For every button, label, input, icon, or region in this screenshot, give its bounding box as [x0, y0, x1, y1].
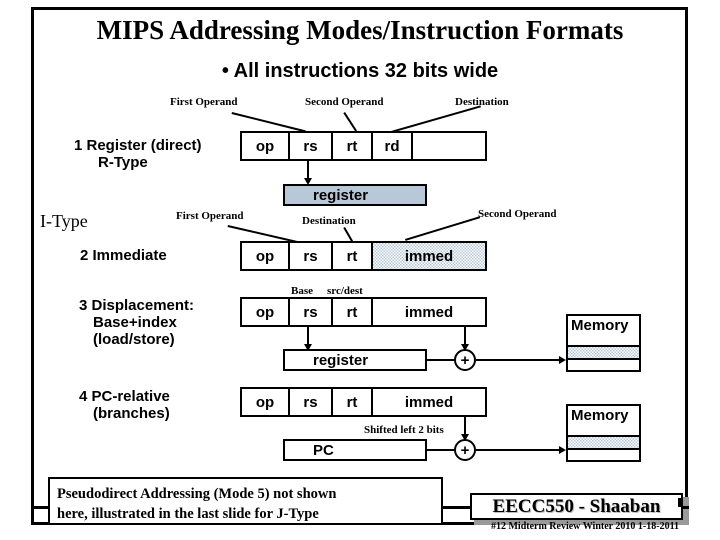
mode-label-r-type: 1 Register (direct) R-Type [74, 137, 202, 171]
field-op-immediate: op [242, 243, 290, 269]
pc-box: PC [283, 439, 427, 461]
adder-circle-disp: + [454, 349, 476, 371]
field-op-pcrelative: op [242, 389, 290, 415]
annotation-second-operand-rtype: Second Operand [305, 96, 384, 108]
bullet-all-instructions: • All instructions 32 bits wide [221, 60, 499, 82]
field-rt-pcrelative: rt [333, 389, 373, 415]
annotation-destination-rtype: Destination [455, 96, 509, 108]
connector-adder-to-memory-disp [476, 359, 562, 361]
field-immed-pcrelative: immed [404, 393, 454, 411]
memory-label-pc: Memory [571, 407, 629, 424]
connector-adder-to-memory-pc [476, 449, 562, 451]
annotation-second-operand-imm: Second Operand [478, 208, 557, 220]
mode-label-r-type-line1: 1 Register (direct) [74, 137, 202, 154]
itype-heading: I-Type [40, 211, 88, 231]
memory-highlight-band-disp [568, 345, 639, 360]
connector-rs-to-register-rtype [307, 161, 309, 182]
note-connector-right [442, 506, 471, 509]
field-blank-rtype [413, 133, 485, 159]
connector-pc-to-adder [427, 449, 454, 451]
field-rt-displacement: rt [333, 299, 373, 325]
mode-label-displacement: 3 Displacement: Base+index (load/store) [79, 297, 194, 348]
arrowhead-immed-to-adder-disp [461, 344, 469, 351]
mode-label-r-type-line2: R-Type [98, 154, 148, 171]
memory-gap-pc [568, 425, 639, 435]
register-box-rtype: register [283, 184, 427, 206]
annotation-src-dest-disp: src/dest [327, 285, 363, 297]
field-immed-displacement: immed [404, 303, 454, 321]
field-rt-rtype: rt [333, 133, 373, 159]
arrowhead-adder-to-memory-disp [559, 356, 566, 364]
arrowhead-rs-to-register-rtype [304, 178, 312, 185]
connector-register-to-adder-disp [427, 359, 454, 361]
note-line2: here, illustrated in the last slide for … [57, 506, 319, 522]
memory-highlight-band-pc [568, 435, 639, 450]
field-rt-immediate: rt [333, 243, 373, 269]
connector-immed-to-adder-pc [464, 417, 466, 438]
field-rs-displacement: rs [290, 299, 333, 325]
memory-block-disp: Memory [566, 314, 641, 372]
footer-subtitle: #12 Midterm Review Winter 2010 1-18-2011 [490, 521, 680, 532]
mode-label-pc-relative-line1: 4 PC-relative [79, 388, 170, 405]
memory-foot-pc [568, 450, 639, 460]
note-connector-left [31, 506, 49, 509]
arrowhead-adder-to-memory-pc [559, 446, 566, 454]
connector-rs-to-register-disp [307, 327, 309, 348]
register-box-disp: register [283, 349, 427, 371]
field-immed-immediate: immed [373, 243, 485, 269]
footer-connector-right [681, 506, 689, 509]
field-rd-rtype: rd [373, 133, 413, 159]
footer-banner: EECC550 - Shaaban [470, 493, 683, 520]
field-rs-rtype: rs [290, 133, 333, 159]
mode-label-displacement-line2: Base+index [93, 314, 177, 331]
page-title: MIPS Addressing Modes/Instruction Format… [96, 15, 624, 45]
mode-label-displacement-line1: 3 Displacement: [79, 297, 195, 314]
format-row-pcrelative: op rs rt immed [240, 387, 487, 417]
memory-foot-disp [568, 360, 639, 370]
memory-label-disp: Memory [571, 317, 629, 334]
field-op-displacement: op [242, 299, 290, 325]
annotation-first-operand-imm: First Operand [176, 210, 244, 222]
annotation-destination-imm: Destination [302, 215, 356, 227]
note-line1: Pseudodirect Addressing (Mode 5) not sho… [57, 486, 337, 502]
annotation-first-operand-rtype: First Operand [170, 96, 238, 108]
adder-circle-pc: + [454, 439, 476, 461]
annotation-base-disp: Base [291, 285, 313, 297]
note-box-pseudodirect: Pseudodirect Addressing (Mode 5) not sho… [48, 477, 443, 525]
mode-label-immediate: 2 Immediate [80, 247, 167, 264]
footer-banner-notch [678, 498, 681, 507]
field-rs-pcrelative: rs [290, 389, 333, 415]
format-row-immediate: op rs rt immed [240, 241, 487, 271]
format-row-rtype: op rs rt rd [240, 131, 487, 161]
mode-label-pc-relative: 4 PC-relative (branches) [79, 388, 170, 422]
mode-label-displacement-line3: (load/store) [93, 331, 175, 348]
arrowhead-rs-to-register-disp [304, 344, 312, 351]
memory-gap-disp [568, 335, 639, 345]
field-op-rtype: op [242, 133, 290, 159]
mode-label-pc-relative-line2: (branches) [93, 405, 170, 422]
annotation-shifted-left-2-bits: Shifted left 2 bits [364, 424, 444, 436]
format-row-displacement: op rs rt immed [240, 297, 487, 327]
field-rs-immediate: rs [290, 243, 333, 269]
memory-block-pc: Memory [566, 404, 641, 462]
connector-immed-to-adder-disp [464, 327, 466, 348]
arrowhead-immed-to-adder-pc [461, 434, 469, 441]
